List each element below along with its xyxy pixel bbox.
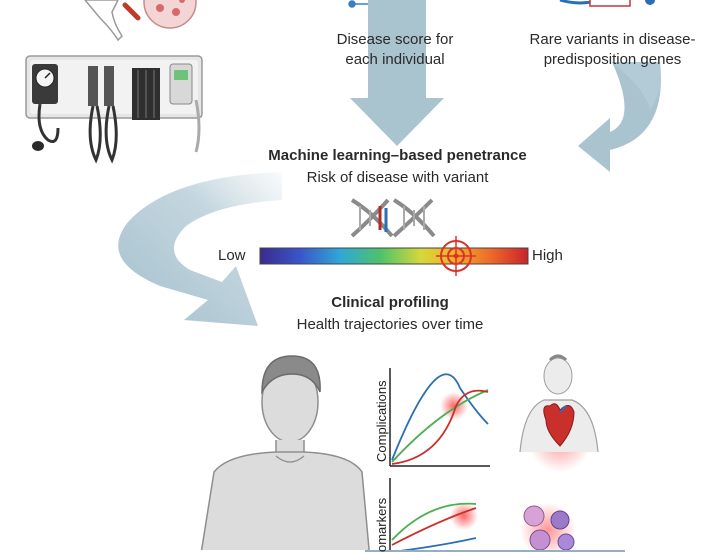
ml-penetrance-title: Machine learning–based penetrance [268, 147, 527, 164]
curved-arrow-left [118, 172, 282, 326]
variant-icon [559, 0, 655, 7]
risk-scale-bar [259, 247, 529, 265]
disease-score-line2: each individual [345, 51, 445, 68]
clinical-profiling-subtitle: Health trajectories over time [296, 316, 484, 333]
rare-variants-line1: Rare variants in disease- [529, 31, 696, 48]
complications-chart [389, 368, 490, 467]
ml-penetrance-subtitle: Risk of disease with variant [306, 169, 489, 186]
rare-variants-line2: predisposition genes [543, 51, 682, 68]
down-arrow [350, 0, 444, 146]
disease-score-line1: Disease score for [336, 31, 454, 48]
cells-icon [520, 502, 576, 550]
patient-figure-icon [200, 355, 370, 550]
blood-cells-icon [143, 0, 197, 29]
curve-green [391, 389, 489, 463]
medical-wall-station-icon [25, 55, 203, 164]
biomarkers-axis-label: omarkers [374, 497, 389, 552]
curve-red [391, 389, 489, 465]
dna-helix-icon [350, 198, 436, 238]
hand-icon [84, 0, 141, 42]
disease-score-label: Disease score for each individual [310, 30, 480, 70]
clinical-profiling-title: Clinical profiling [331, 294, 449, 311]
target-icon [436, 236, 476, 276]
scale-low-label: Low [218, 247, 246, 264]
curve-blue [391, 373, 489, 461]
biomarkers-chart [389, 478, 478, 550]
complications-axis-label: Complications [374, 380, 389, 462]
heart-torso-icon [519, 354, 599, 472]
scale-high-label: High [532, 247, 563, 264]
rare-variants-label: Rare variants in disease- predisposition… [510, 30, 715, 70]
